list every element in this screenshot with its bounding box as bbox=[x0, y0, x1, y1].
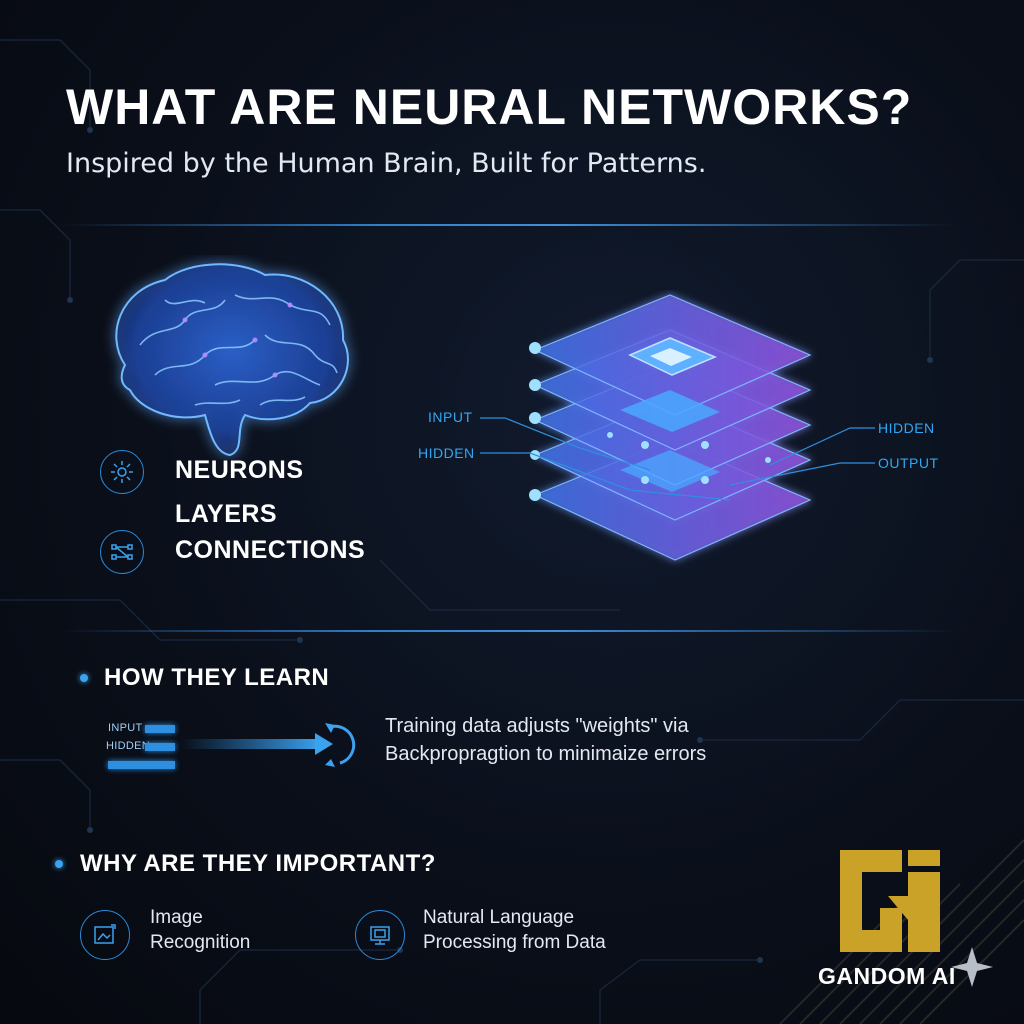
monitor-icon bbox=[355, 910, 405, 960]
network-label-hidden-right: HIDDEN bbox=[878, 420, 935, 436]
learn-text-line2: Backpropragtion to minimaize errors bbox=[385, 743, 707, 765]
page-title: WHAT ARE NEURAL NETWORKS? bbox=[66, 79, 913, 135]
feature-layers: LAYERS bbox=[175, 500, 278, 528]
learn-bar-2 bbox=[145, 743, 175, 751]
page-subtitle: Inspired by the Human Brain, Built for P… bbox=[66, 148, 707, 179]
learn-heading: HOW THEY LEARN bbox=[104, 664, 330, 691]
learn-bar-1 bbox=[145, 725, 175, 733]
why-item-nlp-line1: Natural Language bbox=[423, 907, 575, 928]
neuron-icon bbox=[100, 450, 144, 494]
why-item-image-line2: Recognition bbox=[150, 932, 251, 953]
learn-text-line1: Training data adjusts "weights" via bbox=[385, 715, 689, 737]
network-label-output: OUTPUT bbox=[878, 455, 939, 471]
brand-name: GANDOM AI bbox=[818, 963, 956, 989]
learn-bar-3 bbox=[108, 761, 175, 769]
learn-bar-label-hidden: HIDDEN bbox=[106, 740, 150, 752]
sparkle-icon bbox=[951, 947, 993, 987]
learn-arrow bbox=[180, 723, 356, 767]
why-item-image-line1: Image bbox=[150, 907, 203, 928]
learn-bullet bbox=[80, 674, 88, 682]
why-bullet bbox=[55, 860, 63, 868]
top-divider bbox=[60, 224, 960, 226]
network-label-hidden-left: HIDDEN bbox=[418, 445, 475, 461]
why-item-nlp-line2: Processing from Data bbox=[423, 932, 606, 953]
image-recognition-icon bbox=[80, 910, 130, 960]
feature-connections: CONNECTIONS bbox=[175, 536, 366, 564]
network-label-input: INPUT bbox=[428, 409, 473, 425]
why-heading: WHY ARE THEY IMPORTANT? bbox=[80, 850, 436, 877]
connections-icon bbox=[100, 530, 144, 574]
learn-bar-label-input: INPUT bbox=[108, 722, 143, 734]
gandom-logo bbox=[840, 850, 940, 952]
brain-illustration bbox=[115, 263, 349, 457]
feature-neurons: NEURONS bbox=[175, 456, 304, 484]
network-leader-lines bbox=[480, 417, 875, 501]
network-layers-diagram bbox=[529, 294, 812, 561]
middle-divider bbox=[60, 630, 960, 632]
